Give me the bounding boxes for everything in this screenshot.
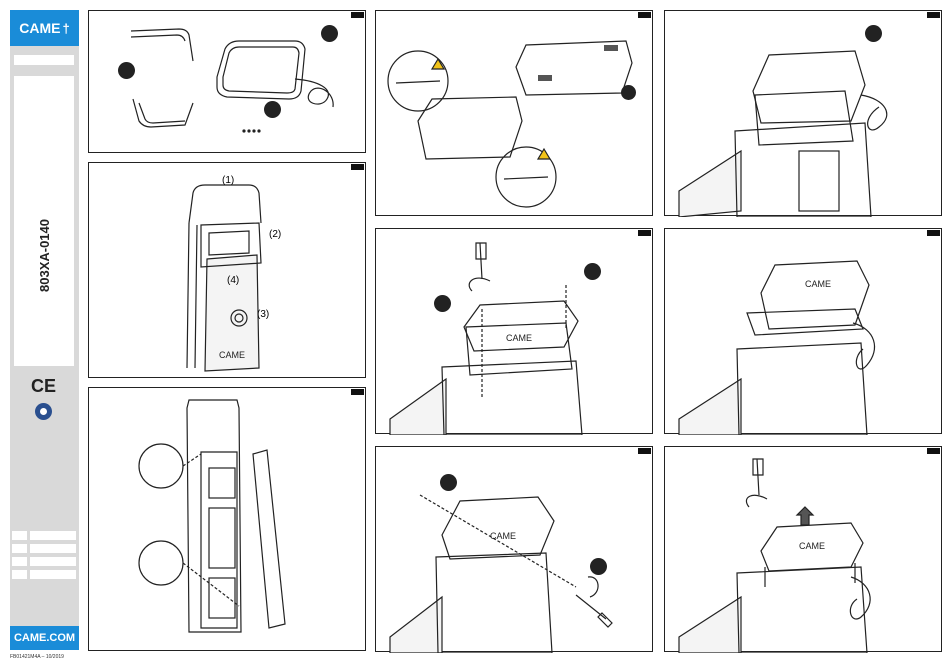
brand-text: CAME <box>19 20 60 36</box>
footer-code: FB01421M4A – 10/2019 <box>10 654 64 660</box>
sidebar-field <box>14 55 74 65</box>
panel-screw-cover: CAME <box>664 446 942 652</box>
language-row <box>12 557 76 566</box>
panel-screw-frame: CAME <box>375 228 653 434</box>
frame-machine-illustration <box>665 11 943 217</box>
panel-frame-warnings <box>375 10 653 216</box>
screw-cover-illustration: CAME <box>665 447 943 653</box>
cover-placement-illustration: CAME <box>665 229 943 435</box>
ce-mark: CE <box>31 376 56 397</box>
fix-cover-illustration: CAME <box>376 447 654 653</box>
panel-opening-steps: CAME (1) (2) (3) (4) <box>88 162 366 378</box>
svg-text:CAME: CAME <box>490 531 516 541</box>
cabinet-opening-illustration: CAME <box>89 163 367 379</box>
callout-dot <box>440 474 457 491</box>
document-code: 803XA-0140 <box>34 190 54 320</box>
svg-text:CAME: CAME <box>506 333 532 343</box>
callout-dot <box>118 62 135 79</box>
step-number: (1) <box>222 175 234 186</box>
came-logo: CAME † <box>10 10 79 46</box>
website-label: CAME.COM <box>10 626 79 650</box>
step-number: (2) <box>269 229 281 240</box>
frame-warning-illustration <box>376 11 654 217</box>
language-row <box>12 544 76 553</box>
screw-frame-illustration: CAME <box>376 229 654 435</box>
brand-mark: † <box>63 21 70 36</box>
callout-dot <box>865 25 882 42</box>
sidebar: CAME † 803XA-0140 CE CAME.COM <box>10 10 79 650</box>
certification-icon <box>35 403 52 420</box>
step-number: (3) <box>257 309 269 320</box>
callout-dot <box>590 558 607 575</box>
callout-dot <box>584 263 601 280</box>
callout-dot <box>434 295 451 312</box>
panel-frame-on-machine <box>664 10 942 216</box>
step-number: (4) <box>227 275 239 286</box>
panel-cover-placement: CAME <box>664 228 942 434</box>
svg-text:CAME: CAME <box>219 350 245 360</box>
language-row <box>12 531 76 540</box>
svg-text:CAME: CAME <box>799 541 825 551</box>
panel-fix-cover: CAME <box>375 446 653 652</box>
callout-dot <box>321 25 338 42</box>
svg-text:CAME: CAME <box>805 279 831 289</box>
open-column-illustration <box>89 388 367 652</box>
callout-dot <box>264 101 281 118</box>
panel-open-column <box>88 387 366 651</box>
callout-dot <box>621 85 636 100</box>
panel-frame-parts <box>88 10 366 153</box>
language-row <box>12 570 76 579</box>
